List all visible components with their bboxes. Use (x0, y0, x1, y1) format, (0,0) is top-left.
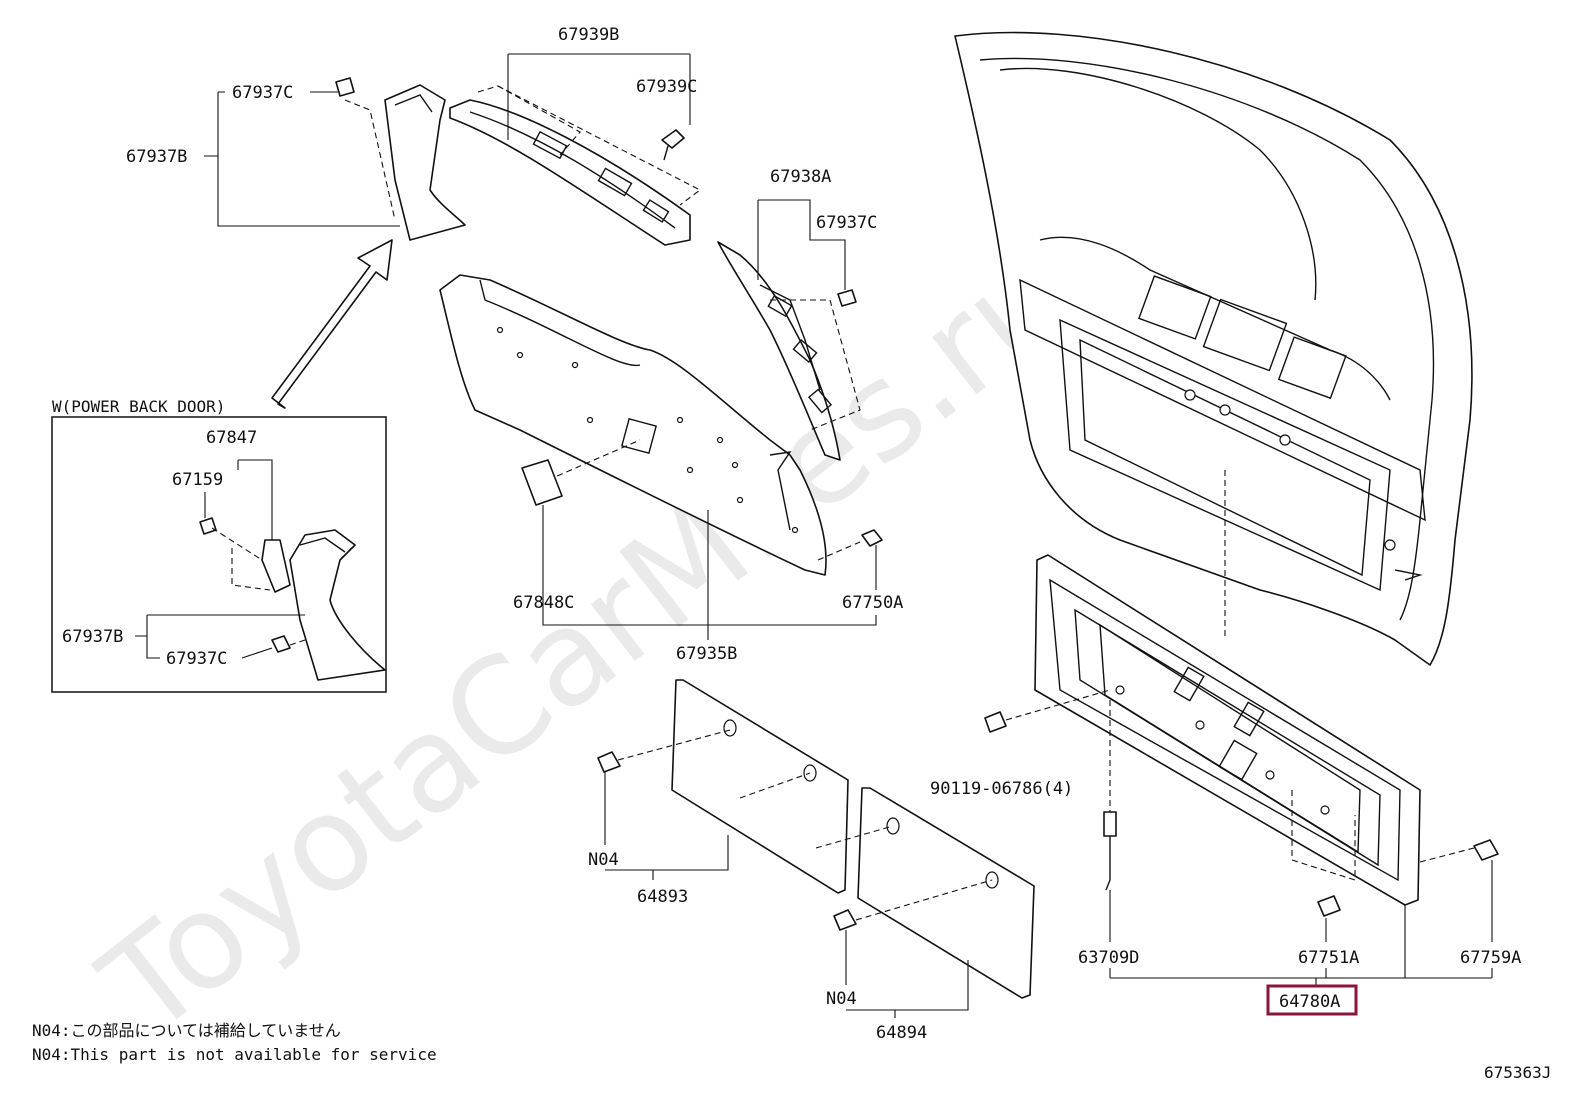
leader-lines (135, 53, 1493, 1018)
label-N04-a: N04 (588, 850, 619, 870)
label-67848C: 67848C (513, 593, 574, 613)
label-64894: 64894 (876, 1023, 927, 1043)
label-67939C: 67939C (636, 77, 697, 97)
cap-67848C (521, 459, 563, 506)
label-67759A: 67759A (1460, 948, 1521, 968)
back-door-trim-panel-67935B (439, 274, 861, 576)
lower-trim-board-64780A (1034, 470, 1421, 906)
label-67751A: 67751A (1298, 948, 1359, 968)
label-67937B-top: 67937B (126, 147, 187, 167)
label-67937C-inset: 67937C (166, 649, 227, 669)
label-67935B: 67935B (676, 644, 737, 664)
inset-power-back-door (51, 416, 387, 693)
diagram-code: 675363J (1484, 1063, 1551, 1082)
clip-67759A (1419, 839, 1499, 863)
label-67750A: 67750A (842, 593, 903, 613)
board-64894 (815, 787, 1035, 999)
pillar-trim-67937B (344, 84, 466, 241)
highlight-box-64780A (1266, 984, 1358, 1016)
label-67939B: 67939B (558, 25, 619, 45)
label-67937B-inset: 67937B (62, 627, 123, 647)
harness-63709D (1103, 700, 1117, 891)
clip-N04-b (833, 909, 857, 931)
screw-90119-06786 (984, 689, 1111, 733)
label-N04-b: N04 (826, 989, 857, 1009)
clip-N04-a (597, 751, 621, 773)
label-63709D: 63709D (1078, 948, 1139, 968)
label-67159: 67159 (172, 470, 223, 490)
label-67937C-top: 67937C (232, 83, 293, 103)
clip-67939C (661, 129, 685, 161)
upper-trim-67939B (449, 85, 702, 246)
label-67938A: 67938A (770, 167, 831, 187)
note-japanese: N04:この部品については補給していません (32, 1021, 341, 1040)
inset-title: W(POWER BACK DOOR) (52, 397, 225, 416)
note-english: N04:This part is not available for servi… (32, 1045, 437, 1064)
clip-67751A (1317, 895, 1341, 917)
clip-67937C-top (335, 77, 355, 97)
label-64893: 64893 (637, 887, 688, 907)
clip-67937C-right (837, 289, 857, 307)
label-67937C-right: 67937C (816, 213, 877, 233)
label-67847: 67847 (206, 428, 257, 448)
label-90119-06786: 90119-06786(4) (930, 779, 1073, 799)
board-64893 (617, 679, 849, 894)
clip-67750A (861, 529, 883, 547)
pillar-trim-67938A (717, 241, 861, 461)
back-door-frame (954, 31, 1473, 666)
label-64780A[interactable]: 64780A (1279, 992, 1340, 1012)
direction-arrow (271, 239, 393, 409)
